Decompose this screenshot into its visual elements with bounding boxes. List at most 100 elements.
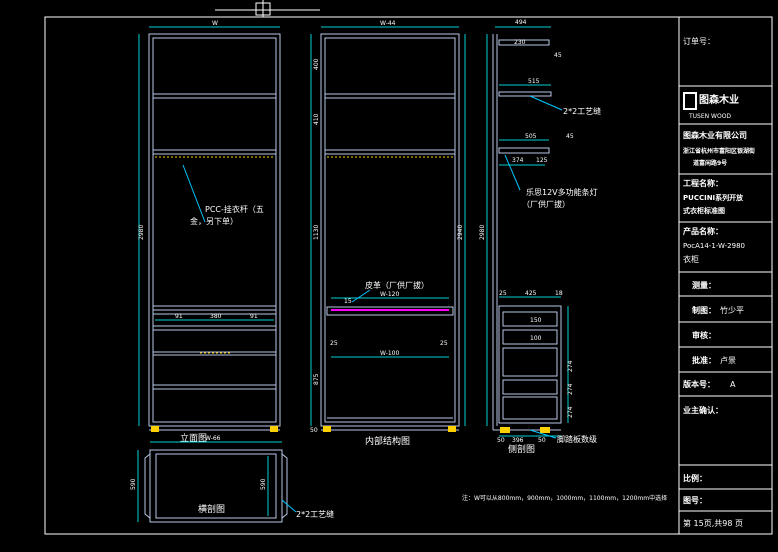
- internal-tray: [326, 306, 454, 316]
- section-left-edge: [144, 453, 151, 519]
- customer-label: 业主确认：: [683, 405, 723, 415]
- section-view-title: 横剖图: [198, 503, 225, 515]
- project-name-2: 式衣柜标准图: [683, 206, 725, 215]
- internal-side-dim-right: 25: [440, 340, 448, 347]
- section-gap-leader: [281, 499, 297, 513]
- side-shelf1-dim-label: 515: [528, 78, 540, 85]
- side-drawer-top-2: 425: [525, 290, 537, 297]
- section-outer: [149, 449, 283, 523]
- section-view: [144, 449, 288, 523]
- front-tray: [152, 313, 277, 327]
- side-top-board: [498, 39, 550, 46]
- section-depth-label: 590: [130, 478, 137, 490]
- front-cabinet-outer: [148, 33, 281, 427]
- internal-tray-small: 15: [344, 298, 352, 305]
- internal-view-title: 内部结构图: [365, 435, 410, 447]
- internal-side-dim-left: 25: [330, 340, 338, 347]
- front-foot-left: [151, 426, 159, 432]
- project-label: 工程名称：: [683, 178, 723, 188]
- address-line-2: 道富闲路9号: [693, 159, 727, 167]
- brand-en: TUSEN WOOD: [688, 113, 731, 120]
- front-cabinet-inner: [152, 37, 277, 423]
- company-name: 图森木业有限公司: [683, 130, 747, 140]
- side-drawer-dim-4: 274: [567, 383, 574, 395]
- internal-bottom-width: W-100: [380, 350, 399, 357]
- section-inner: [155, 453, 277, 519]
- project-name-1: PUCCINI系列开放: [683, 193, 744, 202]
- front-drawer-3: [152, 388, 277, 423]
- side-view: [492, 34, 562, 431]
- version-value: A: [730, 380, 736, 389]
- side-drawer-dim-2: 100: [530, 335, 542, 342]
- internal-width-label: W-44: [380, 20, 396, 27]
- internal-base-dim: 50: [310, 427, 318, 434]
- brand-logo-text: 图森木业: [699, 93, 739, 106]
- front-drawer-1: [152, 329, 277, 353]
- internal-top-dim-1: 400: [313, 58, 320, 70]
- drawing-no-label: 图号：: [683, 496, 707, 505]
- approve-label: 批准：: [692, 355, 716, 365]
- page-info: 第 15页,共98 页: [683, 518, 743, 528]
- front-drawer-dim-2: 380: [210, 313, 222, 320]
- front-view-title: 立面图: [180, 432, 207, 444]
- side-top-small: 45: [554, 52, 562, 59]
- side-bottom-dim-2: 396: [512, 437, 524, 444]
- internal-view: [320, 33, 460, 431]
- side-feet-leader: [529, 429, 557, 439]
- draw-label: 制图：: [692, 305, 716, 315]
- side-feet: [500, 427, 510, 433]
- scale-label: 比例：: [683, 473, 707, 483]
- section-right-edge: [281, 453, 288, 519]
- side-feet-front: [540, 427, 550, 433]
- side-view-title: 侧剖图: [508, 443, 535, 455]
- side-drawer-1: [502, 311, 558, 327]
- brand-logo-mark: [683, 92, 697, 110]
- side-drawer-5: [502, 396, 558, 420]
- address-line-1: 浙江省杭州市富阳区银湖街: [683, 147, 755, 155]
- order-label: 订单号：: [683, 36, 715, 46]
- side-shelf-2: [498, 147, 550, 154]
- internal-outer: [320, 33, 460, 427]
- internal-height-label: 1130: [313, 225, 320, 240]
- side-bottom-dim-3: 50: [538, 437, 546, 444]
- front-drawer-dim-3: 91: [250, 313, 258, 320]
- section-inner-label: 590: [260, 478, 267, 490]
- side-light-small: 125: [536, 157, 548, 164]
- front-rod-leader: [182, 164, 206, 223]
- side-drawer-3: [502, 347, 558, 377]
- side-drawer-top-3: 18: [555, 290, 563, 297]
- side-shelf2-small: 45: [566, 133, 574, 140]
- front-rod-note-2: 金，另下单）: [190, 216, 238, 226]
- front-foot-right: [270, 426, 278, 432]
- internal-foot-left: [323, 426, 331, 432]
- front-width-label: W: [212, 20, 218, 27]
- side-height-label: 2980: [479, 225, 486, 240]
- side-shelf-1: [498, 91, 552, 97]
- drawing-border: [44, 16, 773, 535]
- side-drawer-dim-1: 150: [530, 317, 542, 324]
- side-drawer-dim-5: 274: [567, 406, 574, 418]
- internal-tray-width: W-120: [380, 291, 399, 298]
- side-shelf1-leader: [529, 95, 563, 111]
- side-drawer-top-1: 25: [499, 290, 507, 297]
- product-code: PocA14-1-W-2980: [683, 242, 745, 250]
- internal-lower-dim: 875: [313, 373, 320, 385]
- internal-tray-note: 皮革（厂供厂拔）: [365, 280, 429, 290]
- approver-name: 卢景: [720, 355, 736, 365]
- internal-top-dim-2: 410: [313, 113, 320, 125]
- front-height-label: 2980: [138, 225, 145, 240]
- side-drawer-dim-3: 274: [567, 360, 574, 372]
- title-block-grid: [679, 85, 772, 512]
- side-bottom-dim-1: 50: [497, 437, 505, 444]
- side-light-note-1: 乐思12V多功能条灯: [526, 187, 598, 197]
- side-depth-label: 494: [515, 19, 527, 26]
- front-drawer-2: [152, 354, 277, 386]
- drafter-name: 竹少平: [720, 305, 744, 315]
- product-type: 衣柜: [683, 254, 699, 264]
- side-shelf2-dim-label: 505: [525, 133, 537, 140]
- version-label: 版本号：: [682, 379, 715, 389]
- front-rod-note-1: PCC-挂衣杆（五: [205, 204, 264, 214]
- internal-tray-leader: [351, 289, 371, 303]
- side-shelf1-note: 2*2工艺缝: [563, 106, 601, 116]
